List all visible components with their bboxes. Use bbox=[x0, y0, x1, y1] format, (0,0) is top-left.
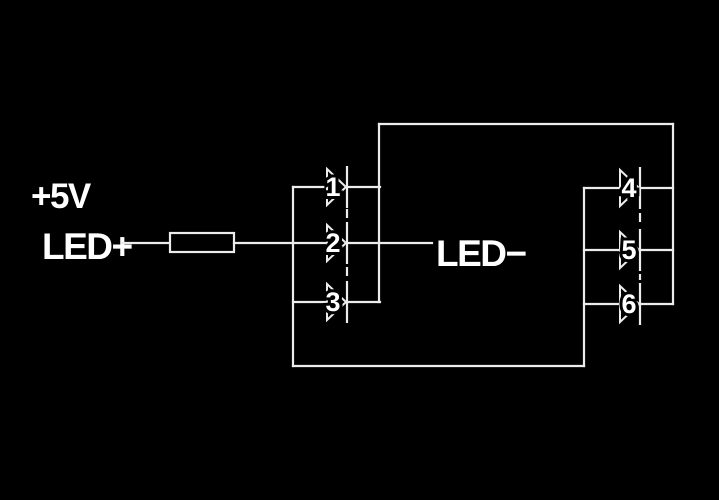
led-1-triangle bbox=[326, 166, 348, 208]
led-2-number: 2 bbox=[325, 228, 340, 258]
led-6: 6 bbox=[618, 283, 642, 325]
led-4: 4 bbox=[618, 167, 642, 209]
led-6-number: 6 bbox=[621, 289, 636, 319]
led-6-triangle bbox=[619, 283, 641, 325]
led-3: 3 bbox=[322, 281, 349, 323]
led-5-triangle bbox=[619, 229, 641, 271]
supply-voltage-label: +5V bbox=[31, 177, 92, 216]
led-2: 2 bbox=[322, 222, 349, 264]
led-4-number: 4 bbox=[621, 173, 636, 203]
led-4-triangle bbox=[619, 167, 641, 209]
led-plus-label: LED+ bbox=[42, 226, 133, 267]
led-minus-label: LED− bbox=[436, 233, 527, 274]
led-3-number: 3 bbox=[325, 287, 340, 317]
led-3-triangle bbox=[326, 281, 348, 323]
led-group-right: 4 5 6 bbox=[618, 167, 642, 325]
led-5-number: 5 bbox=[621, 235, 636, 265]
led-group-left: 1 2 3 bbox=[322, 166, 349, 323]
led-1: 1 bbox=[322, 166, 349, 208]
led-1-number: 1 bbox=[325, 172, 340, 202]
led-5: 5 bbox=[618, 229, 642, 271]
resistor bbox=[168, 231, 236, 254]
led-2-triangle bbox=[326, 222, 348, 264]
